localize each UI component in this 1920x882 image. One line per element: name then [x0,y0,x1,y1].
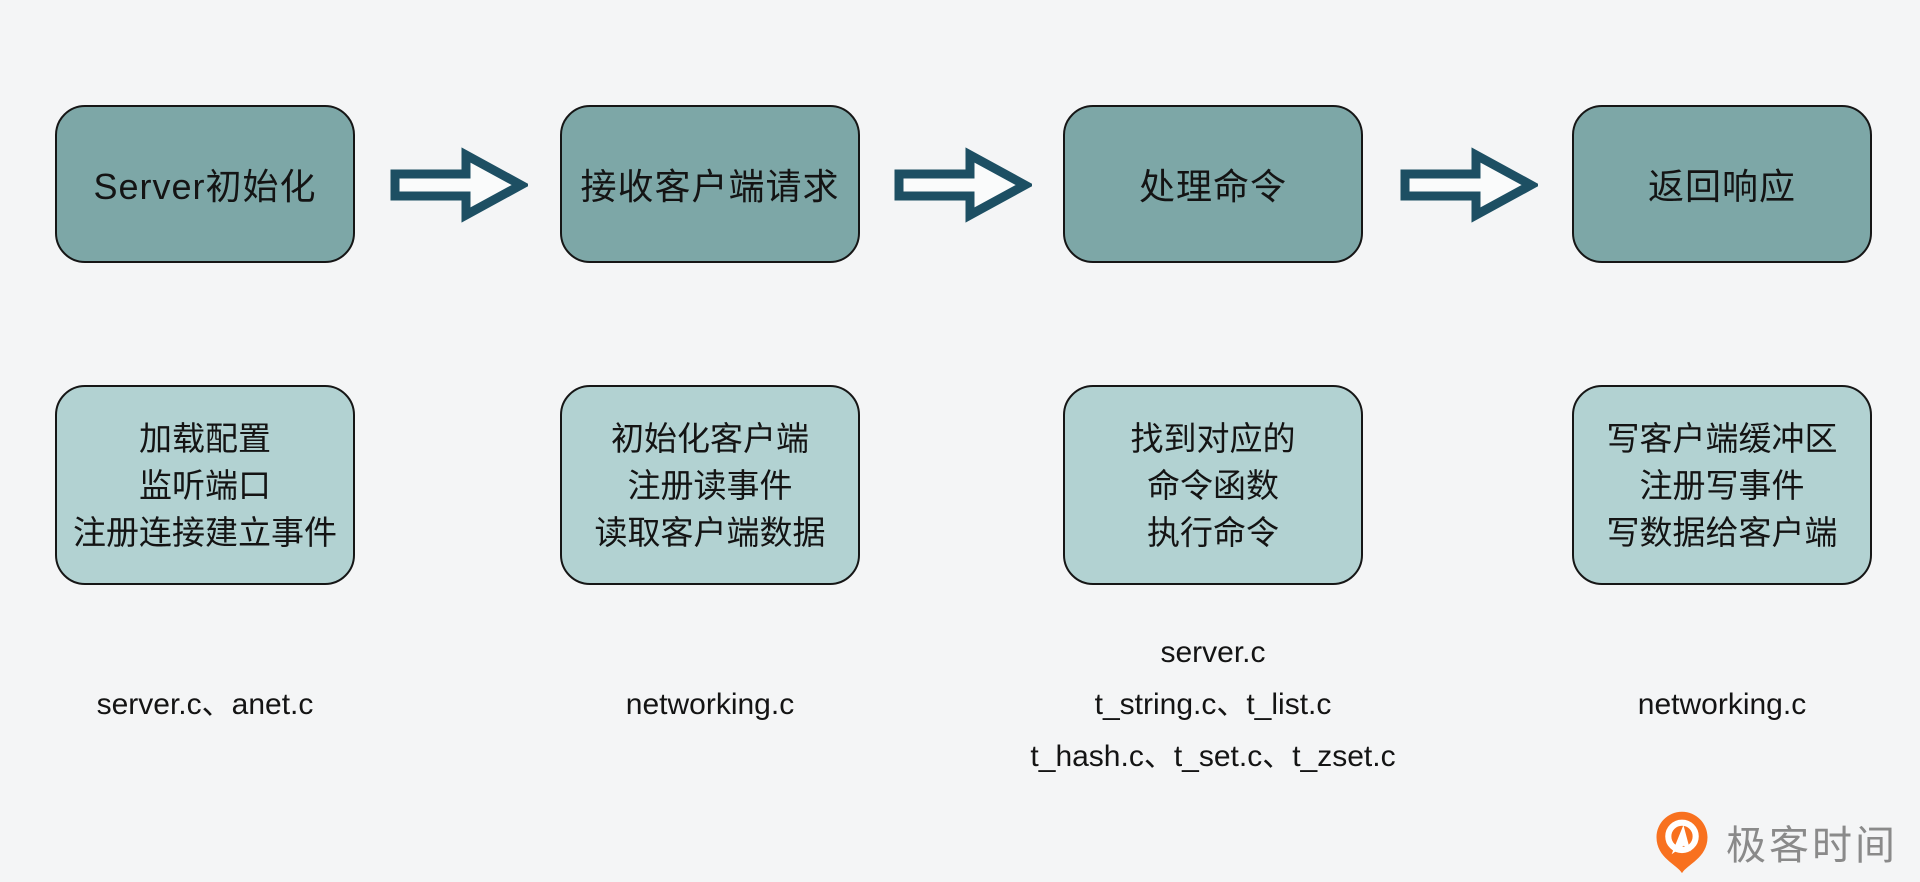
detail-line: 写数据给客户端 [1606,513,1838,551]
stage-column-return-response: 返回响应 写客户端缓冲区 注册写事件 写数据给客户端 networking.c [1572,105,1872,825]
stage-column-server-init: Server初始化 加载配置 监听端口 注册连接建立事件 server.c、an… [55,105,355,825]
stage-box-server-init: Server初始化 [55,105,355,263]
stage-title: 处理命令 [1138,166,1287,207]
brand-watermark: 极客时间 [1648,808,1898,876]
stage-column-process-command: 处理命令 找到对应的 命令函数 执行命令 server.c t_string.c… [1030,105,1396,825]
detail-box-return-response: 写客户端缓冲区 注册写事件 写数据给客户端 [1572,385,1872,585]
file-line: server.c、anet.c [96,688,314,721]
detail-line: 监听端口 [139,466,271,504]
detail-line: 读取客户端数据 [594,513,826,551]
file-list-server-init: server.c、anet.c [0,600,445,810]
detail-line: 加载配置 [139,419,271,457]
detail-line: 注册写事件 [1639,466,1805,504]
file-list-return-response: networking.c [1482,600,1920,810]
arrow-right-icon [1398,146,1538,224]
detail-box-receive-request: 初始化客户端 注册读事件 读取客户端数据 [560,385,860,585]
stage-title: 接收客户端请求 [580,166,840,207]
detail-box-server-init: 加载配置 监听端口 注册连接建立事件 [55,385,355,585]
file-line: server.c [1160,636,1266,669]
stage-title: 返回响应 [1647,166,1796,207]
detail-line: 命令函数 [1147,466,1279,504]
detail-line: 注册读事件 [627,466,793,504]
stage-title: Server初始化 [93,166,317,207]
detail-line: 找到对应的 [1130,419,1296,457]
detail-box-process-command: 找到对应的 命令函数 执行命令 [1063,385,1363,585]
file-line: t_hash.c、t_set.c、t_zset.c [1030,740,1396,773]
stage-box-receive-request: 接收客户端请求 [560,105,860,263]
detail-line: 执行命令 [1147,513,1279,551]
file-line: networking.c [1637,688,1807,721]
stage-box-return-response: 返回响应 [1572,105,1872,263]
brand-name: 极客时间 [1726,824,1898,868]
arrow-right-icon [388,146,528,224]
file-line: networking.c [625,688,795,721]
detail-line: 写客户端缓冲区 [1606,419,1838,457]
detail-line: 注册连接建立事件 [73,513,337,551]
geektime-logo-icon [1648,808,1716,876]
arrow-right-icon [892,146,1032,224]
detail-line: 初始化客户端 [611,419,809,457]
stage-column-receive-request: 接收客户端请求 初始化客户端 注册读事件 读取客户端数据 networking.… [560,105,860,825]
file-list-process-command: server.c t_string.c、t_list.c t_hash.c、t_… [973,600,1453,810]
stage-box-process-command: 处理命令 [1063,105,1363,263]
file-list-receive-request: networking.c [470,600,950,810]
file-line: t_string.c、t_list.c [1094,688,1332,721]
